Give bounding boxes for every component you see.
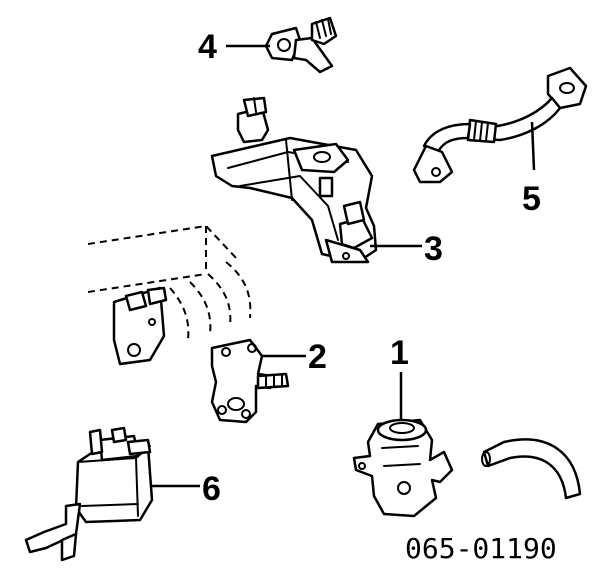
part-5-pipe — [412, 66, 588, 184]
callout-2: 2 — [308, 338, 327, 376]
engine-outline — [87, 224, 252, 366]
callout-3: 3 — [424, 230, 443, 268]
callout-6: 6 — [202, 470, 221, 508]
part-4-pipe — [264, 16, 338, 74]
callout-5: 5 — [522, 180, 541, 218]
hose — [481, 438, 582, 500]
part-1-egr-valve — [352, 418, 454, 518]
part-3-manifold — [210, 96, 378, 264]
callout-4: 4 — [198, 28, 217, 66]
leader-5 — [530, 121, 536, 171]
part-2-adapter — [210, 338, 290, 424]
part-6-canister — [24, 426, 154, 562]
diagram-code: 065-01190 — [405, 532, 557, 565]
callout-1: 1 — [390, 334, 409, 372]
